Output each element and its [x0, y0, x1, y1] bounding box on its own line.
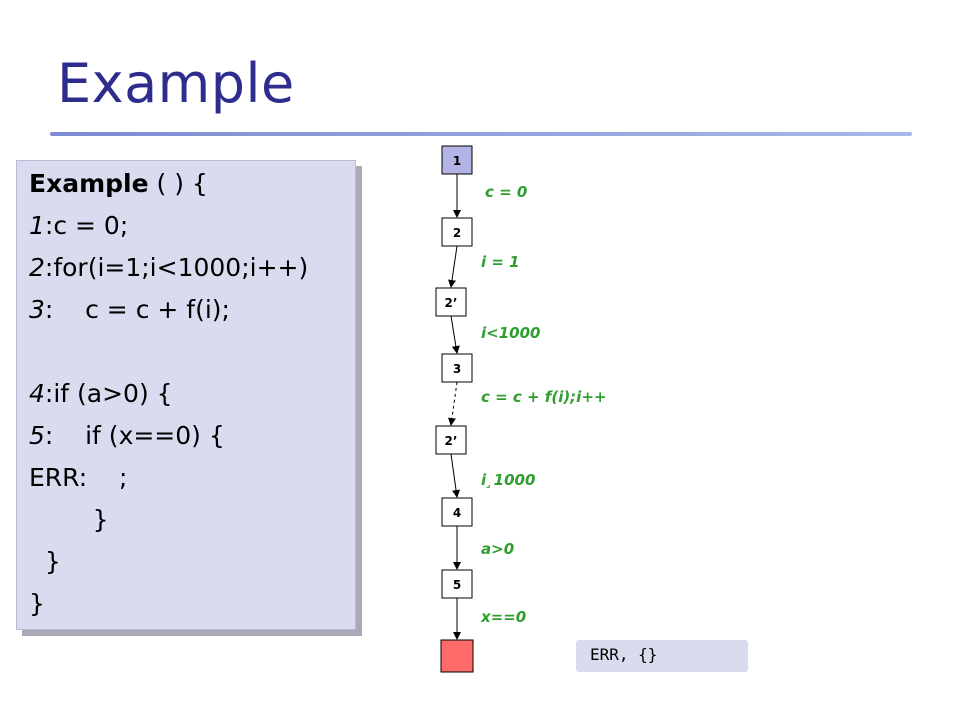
flow-node: 2’: [435, 287, 467, 317]
flow-node: 2: [441, 217, 473, 247]
code-line: 3: c = c + f(i);: [29, 295, 230, 324]
flow-node: 1: [441, 145, 473, 175]
node-box: [441, 497, 473, 527]
code-text: }: [29, 505, 109, 534]
code-text: ( ) {: [148, 169, 208, 198]
code-line: 4:if (a>0) {: [29, 379, 173, 408]
code-line: }: [29, 505, 109, 534]
code-line: 2:for(i=1;i<1000;i++): [29, 253, 308, 282]
node-box: [441, 569, 473, 599]
edge-label: c = 0: [485, 183, 527, 201]
edge-label: c = c + f(i);i++: [481, 388, 606, 406]
error-node: [440, 639, 474, 673]
node-label: 2’: [445, 296, 458, 310]
node-box: [441, 217, 473, 247]
code-line-number: 3: [29, 295, 45, 324]
edge-label: i<1000: [481, 324, 540, 342]
node-label: 2’: [445, 434, 458, 448]
code-line-number: 4: [29, 379, 45, 408]
flow-node: 4: [441, 497, 473, 527]
flow-node: 5: [441, 569, 473, 599]
flow-edge: [448, 381, 458, 426]
code-text: }: [29, 547, 61, 576]
node-label: 4: [453, 506, 461, 520]
title-divider: [50, 132, 912, 136]
code-line: Example ( ) {: [29, 169, 208, 198]
node-box: [440, 639, 474, 673]
code-text: ERR: ;: [29, 463, 128, 492]
code-text: :for(i=1;i<1000;i++): [44, 253, 309, 282]
node-box: [435, 425, 467, 455]
node-label: 5: [453, 578, 461, 592]
code-text: :if (a>0) {: [44, 379, 173, 408]
code-line-number: 2: [29, 253, 45, 282]
node-box: [435, 287, 467, 317]
code-line-number: 5: [29, 421, 45, 450]
node-label: 1: [453, 154, 461, 168]
result-box: ERR, {}: [576, 640, 748, 672]
code-line: 1:c = 0;: [29, 211, 128, 240]
node-box: [441, 353, 473, 383]
edge-label: a>0: [481, 540, 514, 558]
node-box: [441, 145, 473, 175]
code-line: }: [29, 547, 61, 576]
code-text: : c = c + f(i);: [44, 295, 230, 324]
code-line: ERR: ;: [29, 463, 127, 492]
edge-label: i = 1: [481, 253, 520, 271]
edge-label: x==0: [480, 608, 526, 626]
flow-node: 2’: [435, 425, 467, 455]
node-label: 2: [453, 226, 461, 240]
code-line-number: 1: [29, 211, 45, 240]
code-text: }: [29, 589, 45, 618]
edge-label: i¸1000: [481, 471, 535, 489]
code-line: }: [29, 589, 45, 618]
flow-edge: [450, 315, 460, 354]
code-text: : if (x==0) {: [44, 421, 225, 450]
code-line: 5: if (x==0) {: [29, 421, 225, 450]
code-box: Example ( ) { 1:c = 0; 2:for(i=1;i<1000;i+…: [16, 160, 356, 630]
slide-title: Example: [57, 52, 295, 115]
flow-node: 3: [441, 353, 473, 383]
result-text: ERR, {}: [590, 645, 658, 664]
code-function-name: Example: [29, 169, 149, 198]
flow-edge: [450, 453, 460, 498]
node-label: 3: [453, 362, 461, 376]
flow-edge: [448, 245, 458, 288]
code-text: :c = 0;: [44, 211, 129, 240]
